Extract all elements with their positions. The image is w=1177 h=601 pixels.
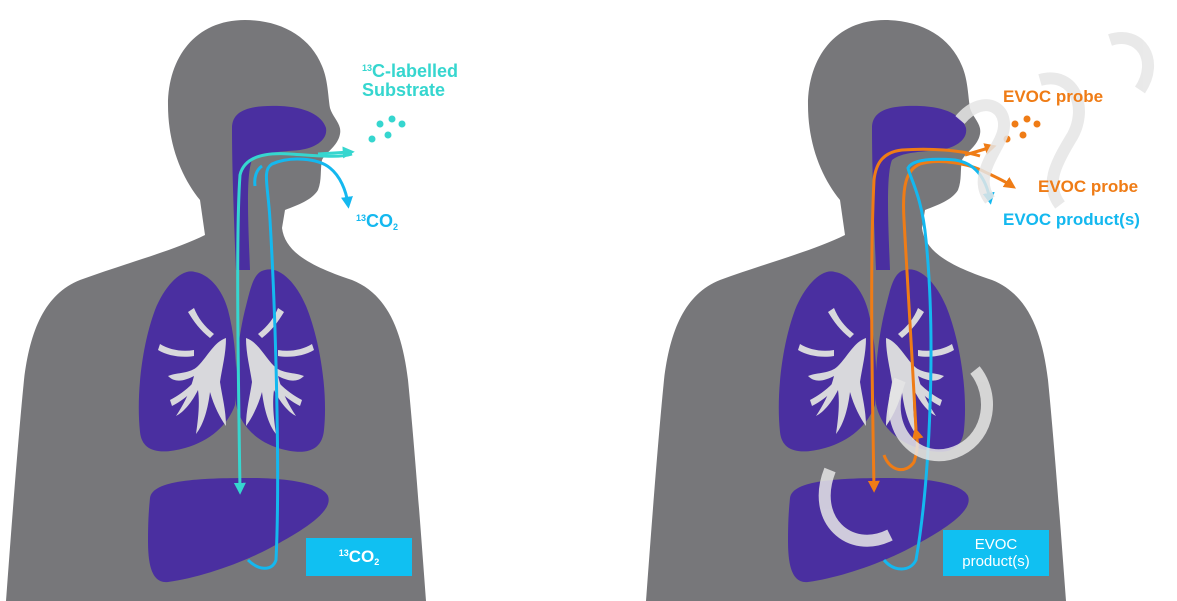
exhaled-co2-sup: 13	[356, 213, 366, 223]
liver-co2-main: CO	[349, 547, 375, 566]
liver-product-box: EVOC product(s)	[943, 530, 1049, 576]
probe-label-top: EVOC probe	[1003, 88, 1103, 106]
liver-product-line1: EVOC	[975, 536, 1018, 553]
substrate-mouth-arrow	[318, 152, 350, 154]
substrate-dots	[369, 116, 406, 143]
substrate-label-line1: C-labelled	[372, 61, 458, 81]
left-figure	[6, 20, 426, 601]
liver-co2-box: 13CO2	[306, 538, 412, 576]
liver-product-line2: product(s)	[962, 553, 1030, 570]
substrate-label-line2: Substrate	[362, 80, 445, 100]
substrate-label-sup: 13	[362, 63, 372, 73]
probe-label-mid: EVOC probe	[1038, 178, 1138, 196]
exhaled-co2-sub: 2	[393, 222, 398, 232]
liver-co2-sup: 13	[339, 548, 349, 558]
exhaled-co2-label: 13CO2	[356, 212, 398, 232]
product-label: EVOC product(s)	[1003, 211, 1140, 229]
substrate-label: 13C-labelled Substrate	[362, 62, 458, 100]
exhaled-co2-main: CO	[366, 211, 393, 231]
liver-co2-sub: 2	[374, 557, 379, 567]
